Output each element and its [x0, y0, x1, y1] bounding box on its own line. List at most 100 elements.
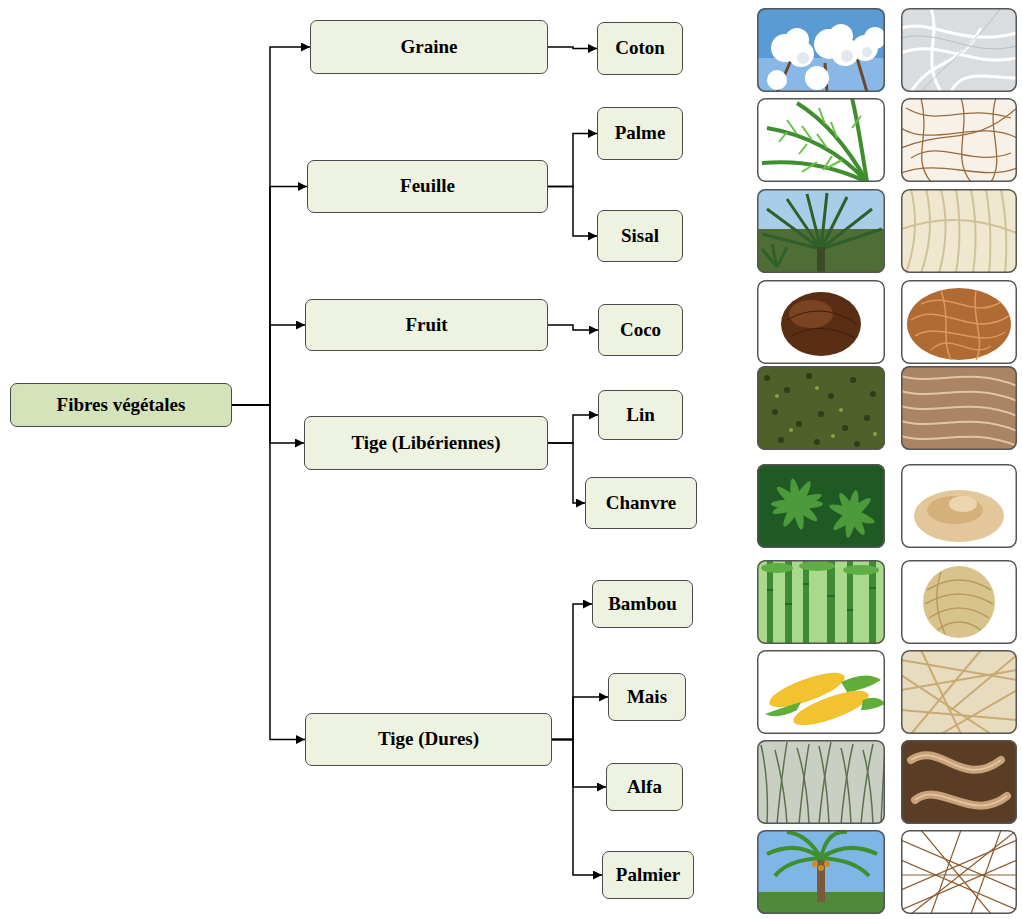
- connector-arrow: [548, 187, 597, 237]
- sisal-fiber-photo: [921, 189, 930, 273]
- alfa-grass-photo: [757, 740, 885, 824]
- alfa-grass-photo: [775, 750, 787, 824]
- alfa-grass-photo: [863, 750, 873, 824]
- bamboo-photo: [767, 584, 876, 610]
- coconut-photo: [787, 311, 857, 324]
- flax-photo: [873, 432, 877, 436]
- flax-photo: [796, 421, 802, 427]
- corn-fiber-photo: [951, 655, 1017, 710]
- alfa-rope-photo: [901, 740, 1017, 824]
- bamboo-yarn-photo: [901, 560, 1017, 644]
- connector-arrow: [232, 187, 307, 406]
- flax-photo: [854, 441, 860, 447]
- cotton-yarn-photo: [901, 8, 1017, 92]
- palm-leaf-photo: [779, 116, 861, 170]
- date-palm-fiber-photo: [901, 830, 1017, 914]
- node-label: Chanvre: [606, 492, 676, 515]
- palm-leaf-photo: [757, 98, 885, 182]
- flax-fiber-photo: [901, 376, 1017, 386]
- flax-photo: [870, 391, 876, 397]
- alfa-grass-photo: [819, 746, 829, 824]
- palm-fiber-photo: [961, 98, 971, 182]
- hemp-fiber-photo: [914, 490, 1004, 542]
- alfa-rope-photo: [911, 755, 1007, 806]
- date-palm-fiber-photo: [901, 860, 1017, 910]
- cotton-yarn-photo: [911, 28, 981, 92]
- sisal-fiber-photo: [901, 220, 1017, 233]
- sisal-fiber-photo: [901, 189, 1017, 273]
- coconut-photo: [789, 300, 833, 328]
- flax-photo: [806, 373, 812, 379]
- cotton-photo: [797, 52, 809, 64]
- sisal-fiber-photo: [901, 189, 1017, 273]
- sisal-fiber-photo: [956, 189, 960, 273]
- palm-fiber-photo: [902, 99, 1017, 182]
- sisal-fiber-photo: [971, 189, 976, 273]
- category-box: Graine: [310, 20, 548, 74]
- cotton-photo: [758, 9, 885, 92]
- date-palm-fiber-photo: [902, 831, 1017, 914]
- node-label: Alfa: [627, 776, 662, 799]
- coir-fiber-photo: [931, 343, 991, 350]
- date-palm-photo: [812, 861, 830, 871]
- bamboo-photo: [803, 560, 809, 644]
- coir-fiber-photo: [921, 300, 1001, 308]
- fiber-box: Lin: [598, 390, 683, 440]
- node-label: Lin: [626, 404, 655, 427]
- hemp-fiber-photo: [927, 496, 983, 524]
- hemp-photo: [757, 464, 885, 548]
- hemp-photo: [757, 464, 885, 548]
- flax-photo: [814, 439, 820, 445]
- palm-fiber-photo: [901, 128, 1017, 138]
- cotton-photo: [757, 58, 885, 92]
- coconut-photo: [781, 292, 861, 356]
- date-palm-photo: [818, 865, 824, 871]
- cotton-photo: [797, 47, 872, 64]
- alfa-grass-photo: [799, 744, 809, 824]
- cotton-photo: [757, 8, 886, 92]
- root-box: Fibres végétales: [10, 383, 232, 427]
- bamboo-yarn-photo: [901, 560, 1017, 644]
- palm-fiber-photo: [901, 98, 1017, 182]
- sisal-fiber-photo: [901, 189, 1017, 273]
- cotton-yarn-photo: [902, 9, 1017, 92]
- date-palm-photo: [787, 832, 821, 858]
- coir-fiber-photo: [901, 280, 1017, 364]
- coconut-photo: [787, 311, 857, 338]
- cotton-yarn-photo: [901, 8, 1017, 92]
- flax-photo: [784, 387, 790, 393]
- cotton-yarn-photo: [921, 8, 1001, 92]
- connector-arrow: [232, 47, 310, 405]
- fiber-box: Palmier: [602, 851, 694, 899]
- date-palm-photo: [821, 858, 869, 876]
- hemp-photo: [771, 478, 876, 539]
- flax-photo: [850, 377, 856, 383]
- alfa-rope-photo: [901, 740, 1017, 824]
- palm-leaf-photo: [762, 98, 867, 182]
- palm-fiber-photo: [906, 108, 1011, 118]
- fiber-box: Mais: [608, 673, 686, 721]
- fiber-box: Coco: [598, 304, 683, 356]
- bamboo-photo: [761, 563, 793, 573]
- palm-fiber-photo: [901, 98, 1017, 182]
- corn-photo: [757, 650, 885, 734]
- connector-arrow: [548, 325, 598, 330]
- bamboo-photo: [757, 560, 885, 644]
- sisal-fiber-photo: [902, 190, 1017, 273]
- date-palm-photo: [757, 830, 885, 914]
- bamboo-photo: [767, 584, 876, 610]
- fiber-box: Coton: [597, 22, 683, 75]
- bamboo-yarn-photo: [901, 560, 1017, 644]
- coconut-photo: [757, 280, 885, 364]
- date-palm-fiber-photo: [901, 830, 1017, 914]
- corn-fiber-photo: [901, 650, 1017, 734]
- palm-leaf-photo: [787, 108, 842, 172]
- date-palm-photo: [758, 831, 885, 914]
- alfa-rope-photo: [915, 795, 1007, 806]
- sisal-fiber-photo: [901, 189, 1017, 273]
- coconut-photo: [757, 280, 885, 364]
- date-palm-photo: [757, 830, 885, 914]
- sisal-photo: [757, 189, 885, 273]
- flax-photo: [778, 437, 784, 443]
- fiber-box: Sisal: [597, 210, 683, 262]
